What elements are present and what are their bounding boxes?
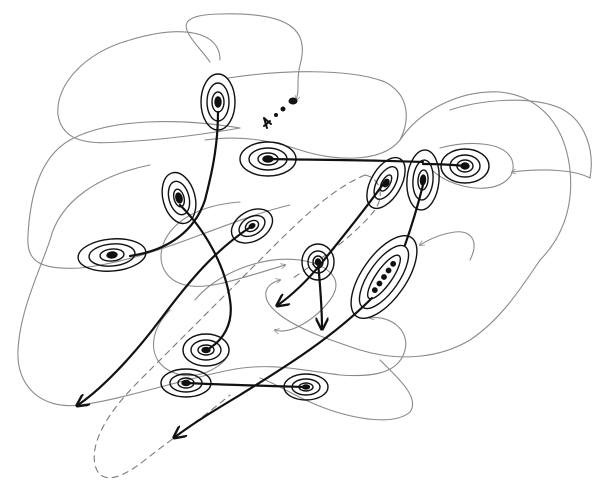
thin-loop-top-left — [57, 31, 241, 144]
dotted-marker-shaft — [263, 120, 271, 127]
thin-loop-upper-right — [204, 71, 407, 159]
dotted-marker — [263, 97, 298, 129]
thin-loop-right — [399, 91, 572, 261]
dotted-marker-dot-2 — [280, 106, 286, 112]
thin-loops — [17, 13, 592, 421]
thin-loop-right-node — [431, 143, 514, 189]
arrow-node1-to-node4 — [128, 110, 220, 258]
thin-loop-right-inner — [420, 231, 475, 261]
arrow-node7-to-node10 — [403, 183, 425, 247]
contour-node-11 — [182, 333, 230, 367]
thick-arrows — [78, 110, 467, 437]
arrow-node5-down-left — [78, 224, 254, 405]
thin-loop-middle — [194, 258, 337, 331]
thin-loop-right-lower — [265, 259, 541, 358]
thin-loop-right-top — [449, 99, 592, 179]
arrow-node9-down — [318, 260, 322, 328]
contour-node-3 — [161, 171, 197, 225]
contour-node-7 — [406, 149, 440, 211]
thin-loop-bottom-right — [259, 359, 414, 421]
dotted-marker-dot-3 — [274, 113, 278, 117]
dotted-marker-arrowhead — [263, 117, 272, 129]
arrow-node10-to-bottom — [175, 296, 374, 437]
thin-loop-lower-left — [17, 164, 407, 407]
arrow-node3-to-node11 — [178, 203, 232, 350]
dotted-marker-dot-1 — [288, 97, 298, 105]
contour-node-10 — [350, 235, 418, 319]
arrow-node7-to-node8 — [421, 162, 467, 168]
dashed-loop-outer — [93, 174, 366, 479]
thin-loop-upper — [185, 13, 303, 100]
dashed-loops — [93, 174, 381, 479]
arrow-node12-to-node13 — [184, 381, 308, 389]
thin-loop-lower-middle — [152, 309, 226, 377]
arrow-node2-to-node7 — [266, 157, 425, 164]
arrow-node6-down-left — [278, 178, 388, 305]
thin-loop-left — [27, 121, 291, 269]
thin-loop-right-return — [512, 170, 591, 179]
